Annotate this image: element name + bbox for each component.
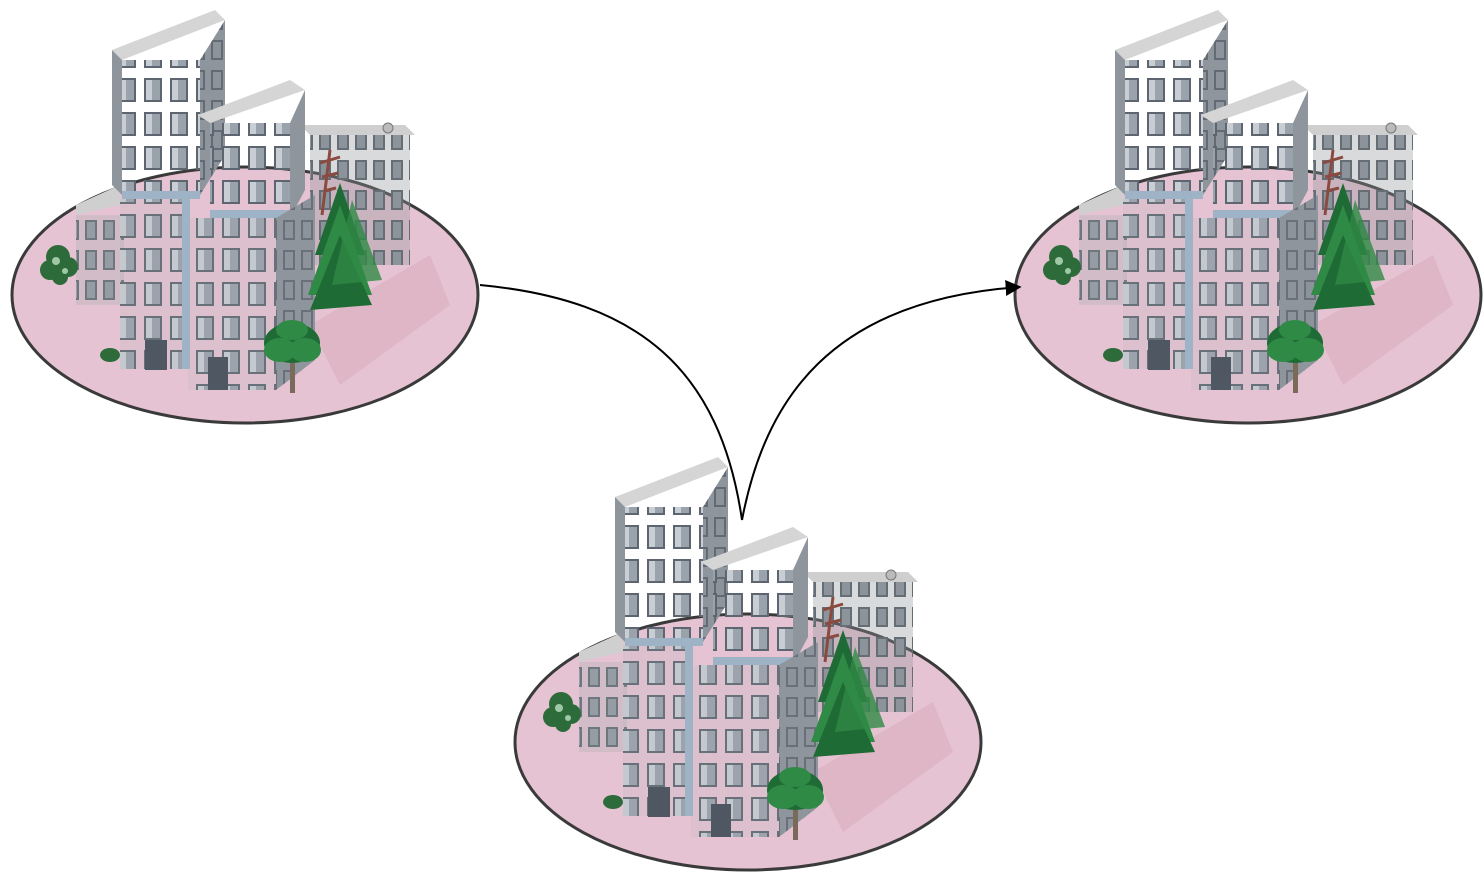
site-right-node[interactable] <box>1013 8 1483 425</box>
connector-center-to-right <box>741 280 1022 521</box>
connector-left-to-center <box>479 284 743 521</box>
site-center-node[interactable] <box>513 455 983 872</box>
site-left-node[interactable] <box>10 8 480 425</box>
